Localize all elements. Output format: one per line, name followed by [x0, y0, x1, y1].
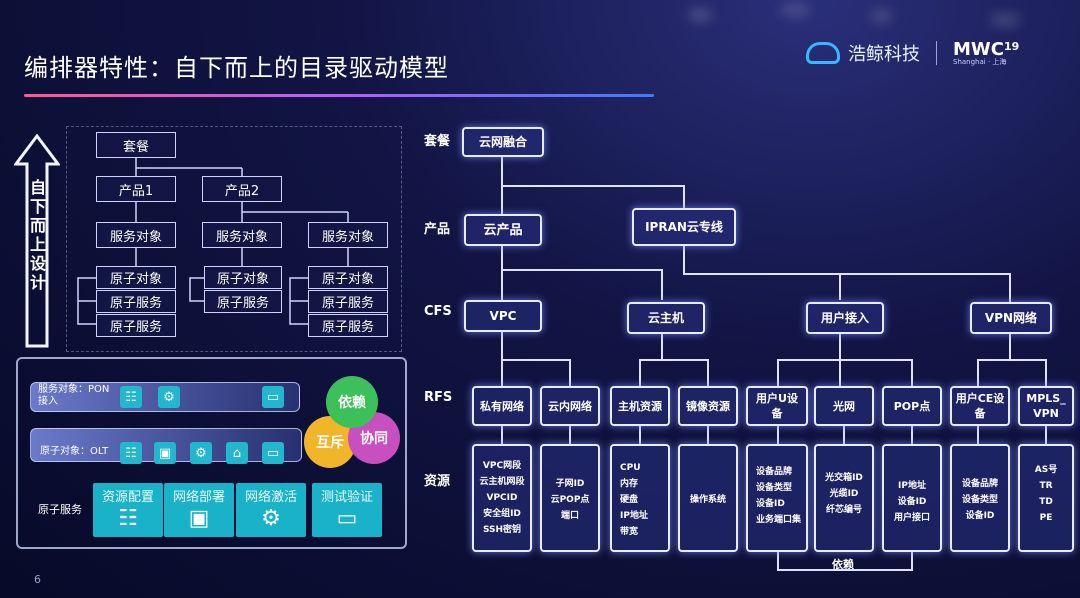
monitor-icon: ▭ — [262, 442, 284, 464]
row-label-rfs: RFS — [424, 390, 453, 405]
atomic-service-label: 原子服务 — [38, 503, 82, 516]
event-year: 19 — [1003, 39, 1020, 53]
tree-atomic-box: 原子服务 — [308, 314, 388, 337]
event-name: MWC — [953, 38, 1004, 60]
stage-light — [780, 4, 810, 16]
tree-atomic-box: 原子服务 — [96, 290, 176, 313]
tree-atomic-box: 原子服务 — [204, 290, 282, 313]
rfs-host-resource-box: 主机资源 — [610, 386, 670, 426]
tree-service-object-box: 服务对象 — [202, 222, 282, 248]
database-icon: ☷ — [118, 506, 138, 531]
monitor-icon: ▭ — [336, 506, 358, 531]
gear-icon: ⚙ — [190, 442, 212, 464]
tree-package-box: 套餐 — [96, 132, 176, 158]
database-icon: ☷ — [120, 442, 142, 464]
package-cloud-network-box: 云网融合 — [462, 127, 544, 157]
tile-label: 网络部署 — [172, 490, 225, 505]
cfs-vpn-box: VPN网络 — [970, 302, 1052, 334]
row-label-package: 套餐 — [424, 134, 451, 149]
atomic-object-label: 原子对象：OLT — [40, 446, 109, 457]
rfs-private-network-box: 私有网络 — [472, 386, 532, 426]
dependency-bubble: 依赖 — [326, 376, 378, 428]
tile-label: 资源配置 — [101, 490, 154, 505]
row-label-cfs: CFS — [424, 304, 452, 319]
stage-light — [870, 10, 892, 22]
tree-product-box: 产品2 — [202, 176, 282, 202]
tree-atomic-box: 原子服务 — [308, 290, 388, 313]
event-location: Shanghai · 上海 — [953, 57, 1007, 66]
page-number: 6 — [34, 573, 41, 586]
stage-light — [990, 14, 1020, 26]
resource-config-tile: 资源配置 ☷ — [93, 483, 163, 537]
network-activate-tile: 网络激活 ⚙ — [236, 483, 306, 537]
rfs-image-resource-box: 镜像资源 — [678, 386, 738, 426]
product-cloud-box: 云产品 — [464, 214, 542, 246]
rfs-user-u-device-box: 用户U设备 — [746, 386, 808, 426]
network-deploy-tile: 网络部署 ▣ — [164, 483, 234, 537]
service-object-label: 服务对象：PON接入 — [38, 384, 110, 407]
gear-icon: ⚙ — [158, 386, 180, 408]
package-icon: ▣ — [154, 442, 176, 464]
cfs-cloud-host-box: 云主机 — [627, 302, 705, 334]
rfs-mpls-vpn-box: MPLS_VPN — [1018, 386, 1074, 426]
tile-label: 测试验证 — [320, 490, 373, 505]
cfs-vpc-box: VPC — [464, 300, 542, 332]
tree-atomic-box: 原子对象 — [204, 266, 282, 289]
product-ipran-box: IPRAN云专线 — [632, 208, 736, 246]
rfs-optical-network-box: 光网 — [814, 386, 874, 426]
tile-label: 网络激活 — [244, 490, 297, 505]
tree-atomic-box: 原子对象 — [96, 266, 176, 289]
stage-light — [688, 8, 712, 22]
tree-product-box: 产品1 — [96, 176, 176, 202]
event-logo: MWC19 Shanghai · 上海 — [953, 38, 1020, 66]
bottom-up-arrow-icon — [14, 134, 60, 348]
tree-service-object-box: 服务对象 — [308, 222, 388, 248]
collab-bubble: 协同 — [348, 412, 400, 464]
brand-header: 浩鲸科技 MWC19 Shanghai · 上海 — [806, 40, 1019, 66]
rfs-cloud-internal-network-box: 云内网络 — [540, 386, 600, 426]
bottom-up-design-label: 自 下 而 上 设 计 — [29, 178, 46, 292]
company-name: 浩鲸科技 — [848, 44, 920, 65]
resource-list: 操作系统 — [678, 444, 738, 552]
cfs-user-access-box: 用户接入 — [806, 302, 884, 334]
rfs-user-ce-device-box: 用户CE设备 — [950, 386, 1010, 426]
resource-list: 设备品牌设备类型设备ID — [950, 444, 1010, 552]
service-example-panel — [16, 357, 407, 549]
box-icon: ▣ — [188, 506, 210, 531]
cloud-logo-icon — [806, 42, 840, 64]
bottom-dependency-label: 依赖 — [832, 558, 854, 571]
monitor-icon: ▭ — [262, 386, 284, 408]
database-icon: ☷ — [120, 386, 142, 408]
tree-atomic-box: 原子服务 — [96, 314, 176, 337]
row-label-resource: 资源 — [424, 474, 451, 489]
title-underline — [24, 94, 654, 97]
left-tree-frame — [66, 126, 402, 352]
tree-atomic-box: 原子对象 — [308, 266, 388, 289]
brand-divider — [936, 41, 937, 65]
slide-title: 编排器特性：自下而上的目录驱动模型 — [24, 54, 449, 82]
home-icon: ⌂ — [226, 442, 248, 464]
test-verify-tile: 测试验证 ▭ — [312, 483, 382, 537]
rfs-pop-box: POP点 — [882, 386, 942, 426]
tree-service-object-box: 服务对象 — [96, 222, 176, 248]
row-label-product: 产品 — [424, 222, 451, 237]
gear-icon: ⚙ — [261, 506, 281, 531]
